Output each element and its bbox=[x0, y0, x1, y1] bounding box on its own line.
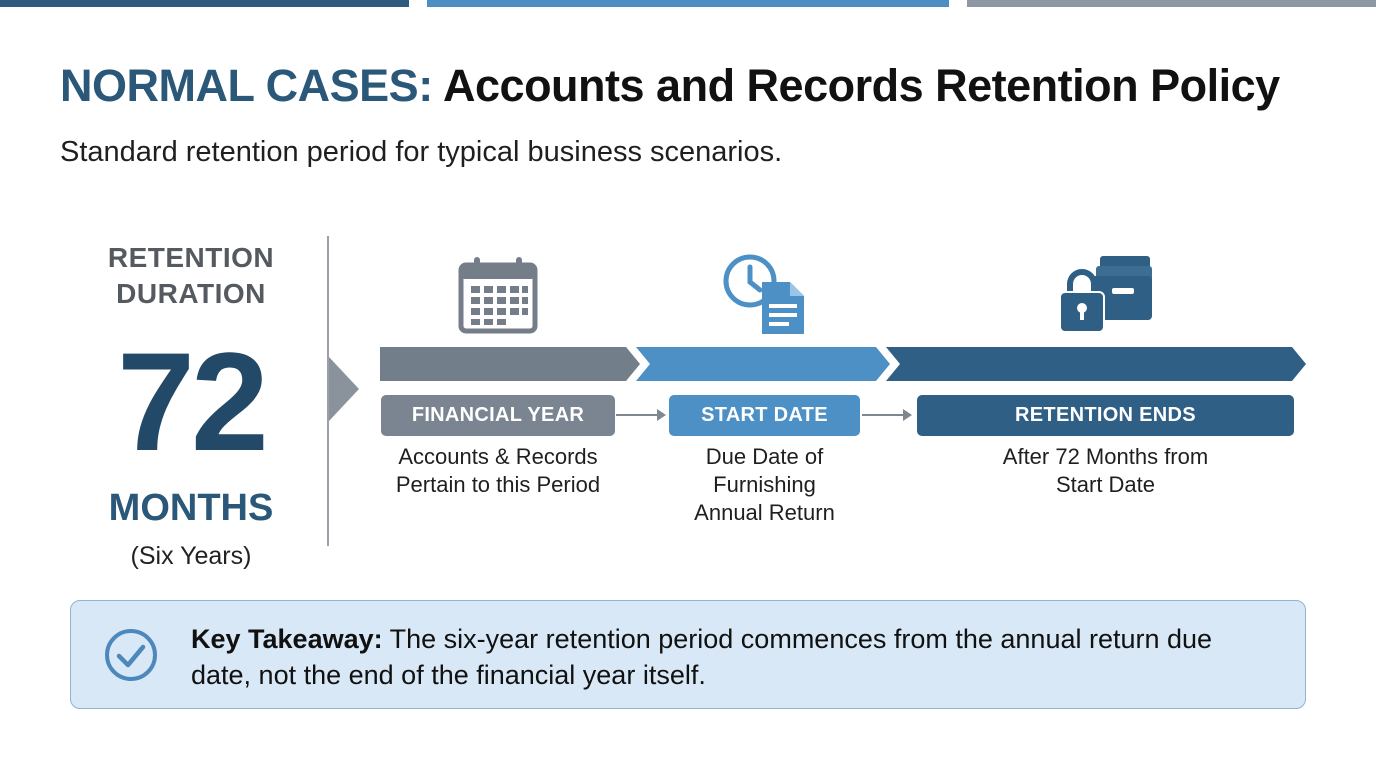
stage-label-start-date: START DATE bbox=[669, 395, 860, 436]
top-accent-bar-gray bbox=[967, 0, 1376, 7]
title-rest: Accounts and Records Retention Policy bbox=[432, 60, 1280, 111]
timeline-segment-retention bbox=[886, 347, 1306, 381]
takeaway-label: Key Takeaway: bbox=[191, 624, 383, 654]
top-accent-bar-navy bbox=[0, 0, 409, 7]
duration-label-line1: RETENTION bbox=[107, 242, 275, 273]
clock-document-icon bbox=[722, 252, 808, 341]
takeaway-body: The six-year retention period commences … bbox=[191, 624, 1213, 690]
timeline-segment-start-date bbox=[636, 347, 890, 381]
stage-description-start-date: Due Date of Furnishing Annual Return bbox=[669, 443, 860, 527]
stage-desc-line: After 72 Months from bbox=[1002, 444, 1209, 469]
check-circle-icon bbox=[103, 627, 159, 688]
stage-desc-line: Furnishing bbox=[713, 472, 816, 497]
duration-number: 72 bbox=[117, 323, 269, 480]
takeaway-text: Key Takeaway: The six-year retention per… bbox=[191, 621, 1271, 693]
retention-duration-panel: RETENTION DURATION 72 MONTHS (Six Years) bbox=[80, 240, 302, 572]
duration-unit: MONTHS bbox=[108, 487, 274, 529]
top-accent-bar-blue bbox=[427, 0, 949, 7]
stage-desc-line: Due Date of bbox=[705, 444, 824, 469]
timeline-segment-financial-year bbox=[380, 347, 640, 381]
arrow-icon bbox=[862, 409, 912, 421]
stage-description-retention-ends: After 72 Months from Start Date bbox=[917, 443, 1294, 499]
calendar-icon bbox=[458, 256, 538, 339]
divider-arrow-icon bbox=[329, 357, 359, 421]
stage-description-financial-year: Accounts & Records Pertain to this Perio… bbox=[381, 443, 615, 499]
title-accent: NORMAL CASES: bbox=[60, 60, 433, 111]
arrow-icon bbox=[616, 409, 666, 421]
timeline-chevrons bbox=[380, 347, 1306, 381]
lock-files-icon bbox=[1058, 254, 1154, 339]
panel-divider bbox=[327, 236, 329, 546]
page-subtitle: Standard retention period for typical bu… bbox=[60, 136, 783, 168]
stage-desc-line: Start Date bbox=[1055, 472, 1156, 497]
stage-desc-line: Pertain to this Period bbox=[395, 472, 601, 497]
stage-desc-line: Accounts & Records bbox=[398, 444, 598, 469]
duration-sub: (Six Years) bbox=[130, 542, 252, 570]
key-takeaway-box: Key Takeaway: The six-year retention per… bbox=[70, 600, 1306, 709]
page-title: NORMAL CASES: Accounts and Records Reten… bbox=[60, 60, 1280, 112]
stage-desc-line: Annual Return bbox=[694, 500, 835, 525]
stage-label-retention-ends: RETENTION ENDS bbox=[917, 395, 1294, 436]
duration-label-line2: DURATION bbox=[116, 278, 266, 309]
stage-label-financial-year: FINANCIAL YEAR bbox=[381, 395, 615, 436]
